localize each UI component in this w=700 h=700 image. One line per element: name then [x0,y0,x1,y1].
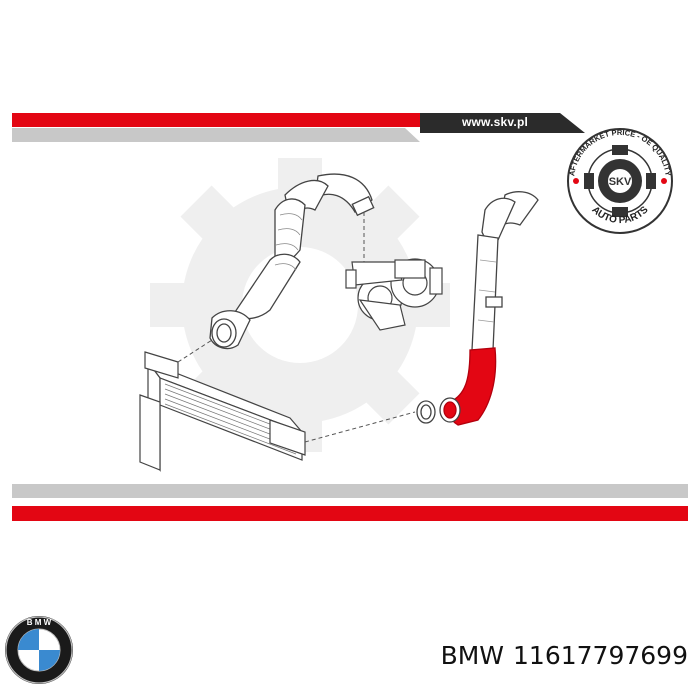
seal-center-text: SKV [609,176,632,188]
brand-name: BMW [440,641,505,670]
leader-lines [177,212,416,443]
charge-pipe-drawing [416,191,539,426]
turbocharger-drawing [345,258,443,331]
bmw-logo-icon: B M W [5,616,73,684]
website-url: www.skv.pl [461,115,529,129]
part-label: BMW 11617797699 [441,641,688,670]
svg-text:B M W: B M W [27,618,52,627]
parts-diagram: AFTERMARKET PRICE - OE QUALITY AUTO PART… [12,113,688,521]
part-number: 11617797699 [513,641,688,670]
skv-seal-logo: AFTERMARKET PRICE - OE QUALITY AUTO PART… [565,126,675,236]
bottom-banner [12,484,688,521]
left-hose-drawing [209,173,375,350]
top-banner [12,113,585,142]
intercooler-drawing [139,351,306,472]
